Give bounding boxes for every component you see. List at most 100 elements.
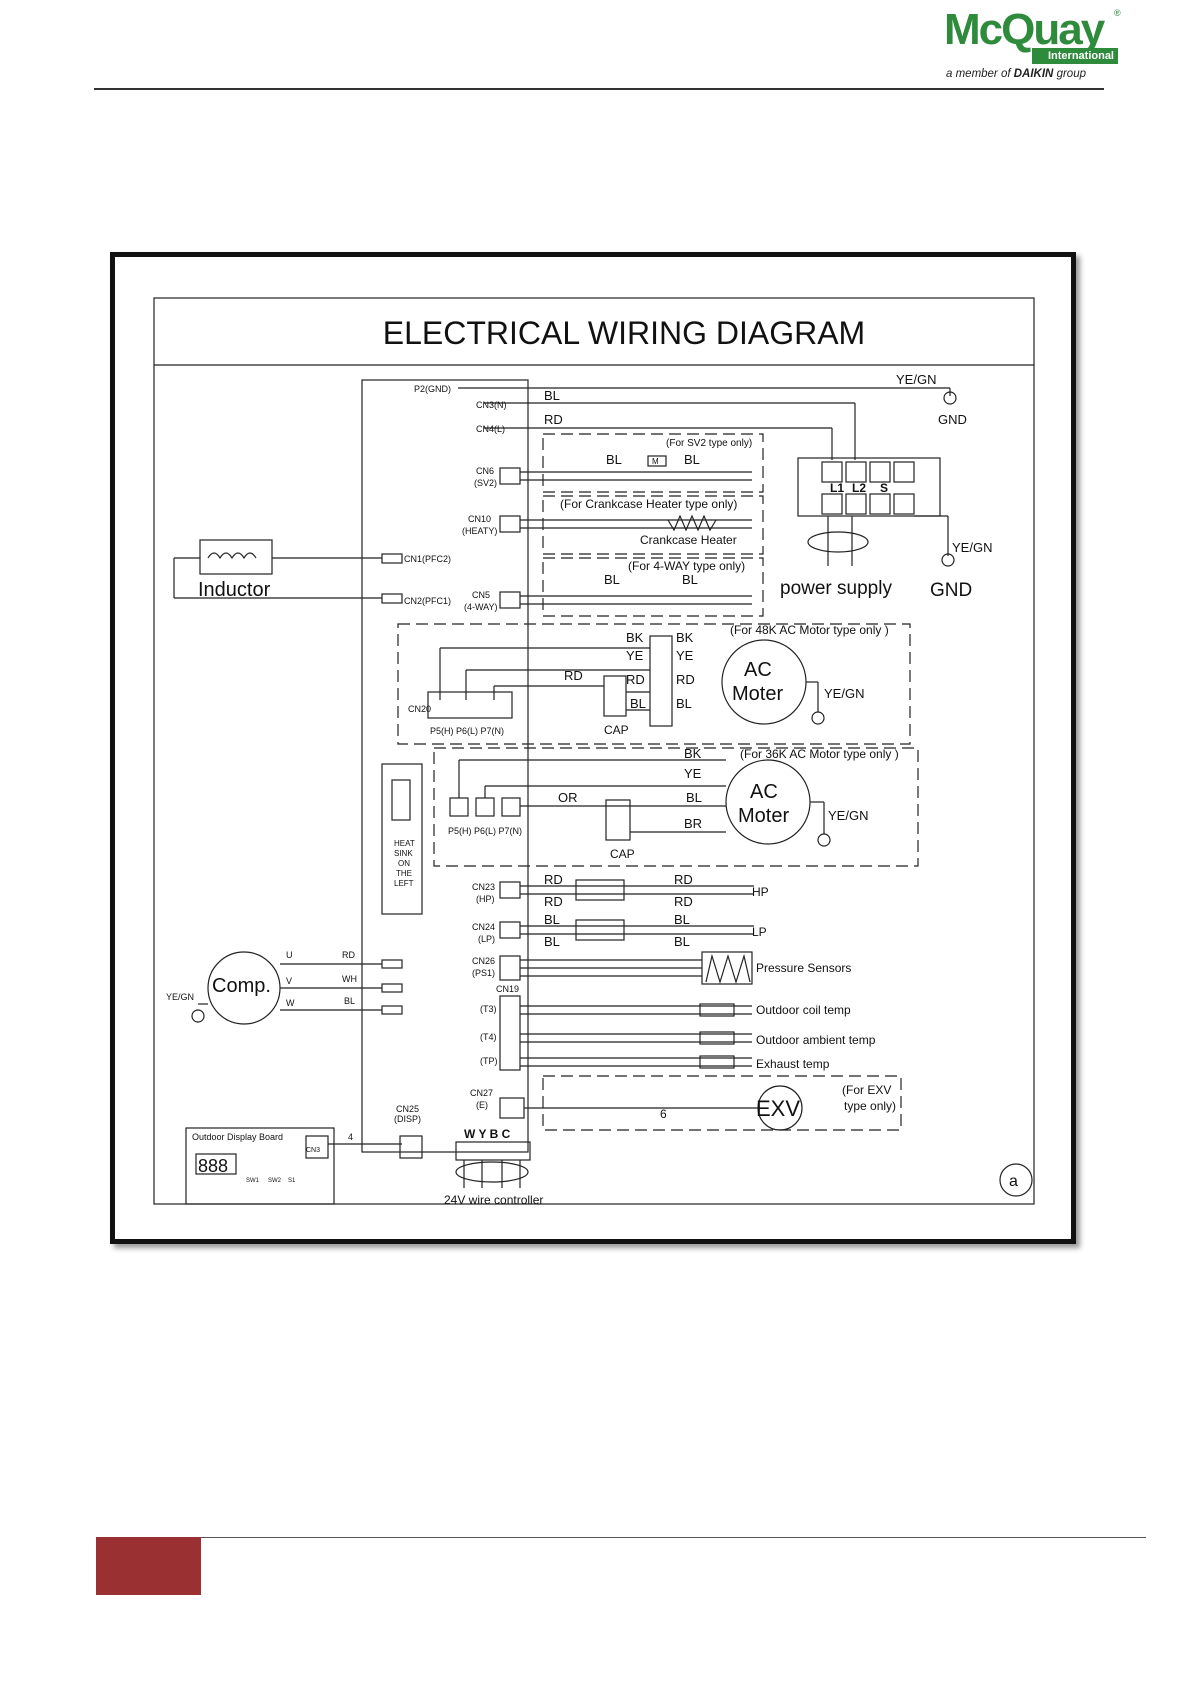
label-heaty: (HEATY) <box>462 526 497 536</box>
label-t4: (T4) <box>480 1032 497 1042</box>
wire-yegn-36: YE/GN <box>828 808 868 823</box>
inner-border <box>153 297 1035 1205</box>
footer-rule <box>96 1537 1146 1538</box>
logo-international: International <box>1032 48 1118 64</box>
label-sw2: SW2 <box>268 1178 282 1184</box>
label-digits: 888 <box>198 1156 228 1176</box>
label-ac48: (For 48K AC Motor type only ) <box>730 623 889 637</box>
header-rule <box>94 88 1104 90</box>
label-ac-48: AC <box>744 659 772 681</box>
member-prefix: a member of <box>946 68 1014 80</box>
label-cn23: CN23 <box>472 882 495 892</box>
label-four: 4 <box>348 1132 353 1142</box>
label-t3: (T3) <box>480 1004 497 1014</box>
wire-rd-hp3: RD <box>544 894 563 909</box>
label-hp-conn: (HP) <box>476 894 495 904</box>
label-sv2: (SV2) <box>474 478 497 488</box>
wire-ye-48a: YE <box>626 648 644 663</box>
main-board <box>361 379 529 1153</box>
diagram-frame <box>110 252 1076 1244</box>
wire-bl-36: BL <box>686 790 702 805</box>
wire-v: V <box>286 976 292 986</box>
label-cn26: CN26 <box>472 956 495 966</box>
label-cn20: CN20 <box>408 704 431 714</box>
label-coil: Outdoor coil temp <box>756 1003 851 1017</box>
diagram-title: ELECTRICAL WIRING DIAGRAM <box>383 315 865 351</box>
wire-rd-comp: RD <box>342 950 355 960</box>
label-sv2-type: (For SV2 type only) <box>666 438 752 449</box>
label-heat4: THE <box>396 869 412 878</box>
label-power: power supply <box>780 578 892 599</box>
wire-bl-4waya: BL <box>604 572 620 587</box>
label-lp: LP <box>752 925 767 939</box>
wire-rd-48b: RD <box>676 672 695 687</box>
wire-bl-48a: BL <box>630 696 646 711</box>
label-inductor: Inductor <box>198 579 271 601</box>
wire-w: W <box>286 998 295 1008</box>
label-heat1: HEAT <box>394 839 415 848</box>
wire-wh-comp: WH <box>342 974 357 984</box>
label-wybc: W Y B C <box>464 1127 511 1141</box>
wire-yegn-48: YE/GN <box>824 686 864 701</box>
label-cn3-board: CN3 <box>306 1147 320 1154</box>
label-comp: Comp. <box>212 975 271 997</box>
wire-yegn-top: YE/GN <box>896 372 936 387</box>
label-cap36: CAP <box>610 847 635 861</box>
label-controller: 24V wire controller <box>444 1193 543 1207</box>
label-cn25: CN25 <box>396 1104 419 1114</box>
member-brand: DAIKIN <box>1013 68 1054 80</box>
label-gnd-top: GND <box>938 412 967 427</box>
label-exv: EXV <box>756 1096 800 1121</box>
label-cn10: CN10 <box>468 514 491 524</box>
wire-bl-lp2: BL <box>674 912 690 927</box>
wire-or-36: OR <box>558 790 578 805</box>
label-cn5: CN5 <box>472 590 490 600</box>
label-ps1: (PS1) <box>472 968 495 978</box>
label-s1: S1 <box>288 1178 296 1184</box>
label-p567b: P5(H) P6(L) P7(N) <box>448 826 522 836</box>
wire-bl-lp1: BL <box>544 912 560 927</box>
logo-registered: ® <box>1114 8 1121 18</box>
label-m: M <box>652 457 659 466</box>
label-hp: HP <box>752 885 769 899</box>
mcquay-logo: McQuay ® International a member of DAIKI… <box>944 6 1124 82</box>
label-s: S <box>880 481 888 495</box>
wire-rd-hp4: RD <box>674 894 693 909</box>
label-crank: Crankcase Heater <box>640 533 737 547</box>
label-disp: (DISP) <box>394 1114 421 1124</box>
wire-bk-48a: BK <box>626 630 644 645</box>
label-p2: P2(GND) <box>414 384 451 394</box>
label-cn19: CN19 <box>496 984 519 994</box>
label-l1: L1 <box>830 481 844 495</box>
label-p567: P5(H) P6(L) P7(N) <box>430 726 504 736</box>
label-ambient: Outdoor ambient temp <box>756 1033 876 1047</box>
wire-rd-top: RD <box>544 412 563 427</box>
wire-bl-top: BL <box>544 388 560 403</box>
label-l2: L2 <box>852 481 866 495</box>
label-exv-type2: type only) <box>844 1099 896 1113</box>
label-4way: (4-WAY) <box>464 602 498 612</box>
label-heat3: ON <box>398 859 410 868</box>
wire-yegn-right: YE/GN <box>952 540 992 555</box>
wire-ye-36: YE <box>684 766 702 781</box>
label-six: 6 <box>660 1107 667 1121</box>
label-crank-type: (For Crankcase Heater type only) <box>560 497 737 511</box>
wire-rd-48: RD <box>564 668 583 683</box>
label-gnd-right: GND <box>930 580 972 601</box>
label-4way-type: (For 4-WAY type only) <box>628 559 745 573</box>
wire-u: U <box>286 950 293 960</box>
label-cn24: CN24 <box>472 922 495 932</box>
label-heat5: LEFT <box>394 879 414 888</box>
label-cn1: CN1(PFC2) <box>404 554 451 564</box>
wire-rd-hp1: RD <box>544 872 563 887</box>
label-cn2: CN2(PFC1) <box>404 596 451 606</box>
label-exv-type1: (For EXV <box>842 1083 891 1097</box>
label-pressure: Pressure Sensors <box>756 961 851 975</box>
wire-bl-sv2a: BL <box>606 452 622 467</box>
label-exhaust: Exhaust temp <box>756 1057 830 1071</box>
label-cn4: CN4(L) <box>476 424 505 434</box>
wire-ye-48b: YE <box>676 648 694 663</box>
label-ac36: (For 36K AC Motor type only ) <box>740 747 899 761</box>
wire-bl-4wayb: BL <box>682 572 698 587</box>
